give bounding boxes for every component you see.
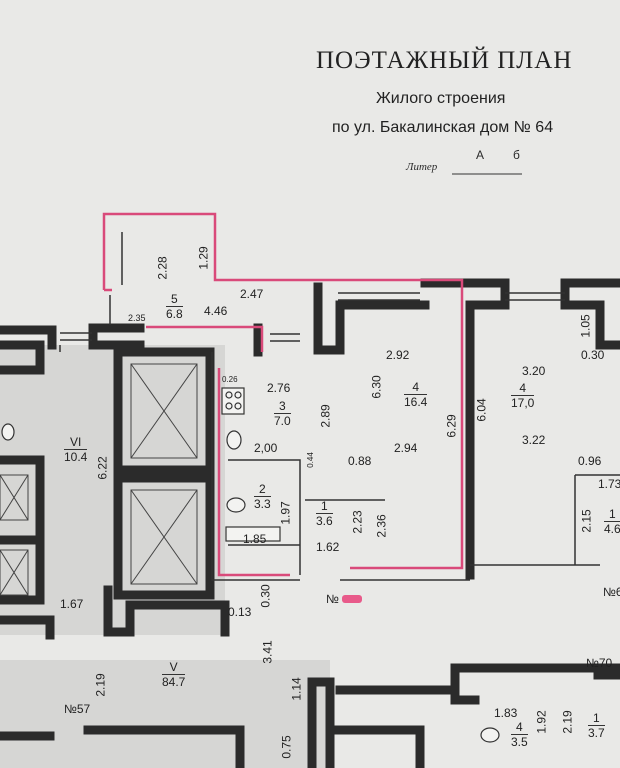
room-number: 4 [511, 382, 535, 396]
room-VI-label: VI 10.4 [64, 436, 88, 464]
room-4-lower-label: 4 3.5 [511, 721, 528, 748]
dimension: 0.96 [578, 454, 602, 468]
dimension: 6.04 [474, 398, 489, 422]
apartment-highlight [102, 212, 464, 577]
dimension: 1.14 [289, 677, 304, 701]
dimension: 0.88 [348, 454, 372, 468]
room-number: 1 [604, 508, 620, 522]
dimension: 0.30 [581, 348, 605, 362]
dimension: 2.19 [93, 673, 108, 697]
room-V-label: V 84.7 [162, 661, 186, 689]
dimension: 4.46 [204, 304, 228, 318]
dimension: 1.83 [494, 706, 518, 720]
dimension: 1.62 [316, 540, 340, 554]
dimension: 2.35 [128, 313, 146, 323]
dimension: 6.29 [444, 414, 459, 438]
room-area: 16.4 [404, 395, 428, 409]
elevator-cross [0, 363, 198, 596]
room-area: 7.0 [274, 414, 291, 428]
dimension: 0.75 [279, 735, 294, 759]
dimension: 2.15 [579, 509, 594, 533]
room-1-label: 1 3.6 [316, 500, 333, 527]
dimension: 1.97 [278, 501, 293, 525]
dimension: 1.29 [196, 246, 211, 270]
dimension: 2,00 [254, 441, 278, 455]
plan-title: ПОЭТАЖНЫЙ ПЛАН [316, 47, 573, 74]
dimension: 2.19 [560, 710, 575, 734]
room-area: 3.5 [511, 735, 528, 749]
dimension: 3.41 [260, 640, 275, 664]
room-area: 3.6 [316, 514, 333, 528]
liter-value-a: А [476, 148, 485, 162]
room-number: V [162, 661, 186, 675]
room-3-label: 3 7.0 [274, 400, 291, 427]
dimension: 6.30 [369, 375, 384, 399]
room-4-label: 4 16.4 [404, 381, 428, 409]
room-number: 4 [511, 721, 528, 735]
dimension: 2.94 [394, 441, 418, 455]
room-5-label: 5 6.8 [166, 293, 183, 320]
dimension: 0.30 [258, 584, 273, 608]
dimension: 2.28 [155, 256, 170, 280]
dimension: 0.44 [305, 452, 315, 468]
room-area: 10.4 [64, 450, 88, 464]
dimension: 1.67 [60, 597, 84, 611]
room-2-label: 2 3.3 [254, 483, 271, 510]
room-area: 17,0 [511, 396, 535, 410]
dimension: 6.22 [95, 456, 110, 480]
room-number: 5 [166, 293, 183, 307]
room-1-lower-label: 1 3.7 [588, 712, 605, 739]
room-area: 4.6 [604, 522, 620, 536]
dimension: 2.47 [240, 287, 264, 301]
plan-subtitle: Жилого строения [376, 90, 506, 107]
dimension: 3.20 [522, 364, 546, 378]
room-area: 84.7 [162, 675, 186, 689]
room-area: 3.7 [588, 726, 605, 740]
room-4-right-label: 4 17,0 [511, 382, 535, 410]
dimension: 1.92 [534, 710, 549, 734]
apartment-number-main: № [326, 592, 339, 606]
liter-label: Литер [406, 161, 438, 173]
liter-value-b: б [513, 148, 520, 162]
room-number: 2 [254, 483, 271, 497]
dimension: 3.22 [522, 433, 546, 447]
sanitary-fixtures [1, 387, 500, 743]
dimension: 2.36 [374, 514, 389, 538]
dimension: 1.05 [578, 314, 593, 338]
room-number: 4 [404, 381, 428, 395]
apartment-number-70: №70 [586, 656, 613, 670]
room-number: VI [64, 436, 88, 450]
room-number: 1 [588, 712, 605, 726]
plan-address: по ул. Бакалинская дом № 64 [332, 119, 554, 136]
dimension: 2.92 [386, 348, 410, 362]
room-1-right-label: 1 4.6 [604, 508, 620, 535]
interior-lines [59, 232, 620, 581]
apartment-number-right: №6 [603, 585, 620, 599]
walls [0, 278, 620, 768]
room-area: 6.8 [166, 307, 183, 321]
room-area: 3.3 [254, 497, 271, 511]
dimension: 2.23 [350, 510, 365, 534]
apartment-number-57: №57 [64, 702, 91, 716]
dimension: 1.73 [598, 477, 620, 491]
dimension: 2.89 [318, 404, 333, 428]
dimension: 0.13 [228, 605, 252, 619]
dimension: 0.26 [222, 375, 238, 384]
dimension: 2.76 [267, 381, 291, 395]
room-number: 3 [274, 400, 291, 414]
room-number: 1 [316, 500, 333, 514]
dimension: 1.85 [243, 532, 267, 546]
apartment-number-marker [342, 595, 362, 603]
